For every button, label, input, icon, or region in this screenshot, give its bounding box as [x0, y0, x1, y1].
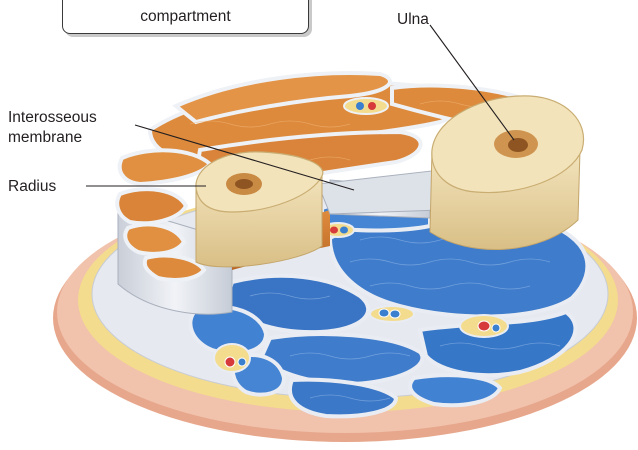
- interosseous-membrane: [318, 170, 440, 214]
- radius-label: Radius: [8, 177, 56, 196]
- compartment-callout-box: compartment: [62, 0, 309, 34]
- posterior-vessels: [344, 98, 388, 114]
- interosseous-label-line2: membrane: [8, 128, 82, 147]
- neurovascular-bundle-anterior: [370, 306, 414, 322]
- compartment-callout-text: compartment: [63, 8, 308, 26]
- neurovascular-bundle-radial: [214, 344, 250, 372]
- ulna-bone: [430, 96, 584, 250]
- neurovascular-bundle-ulnar: [460, 315, 508, 337]
- ulna-label: Ulna: [397, 10, 429, 29]
- radius-bone: [196, 152, 323, 267]
- interosseous-label-line1: Interosseous: [8, 108, 97, 127]
